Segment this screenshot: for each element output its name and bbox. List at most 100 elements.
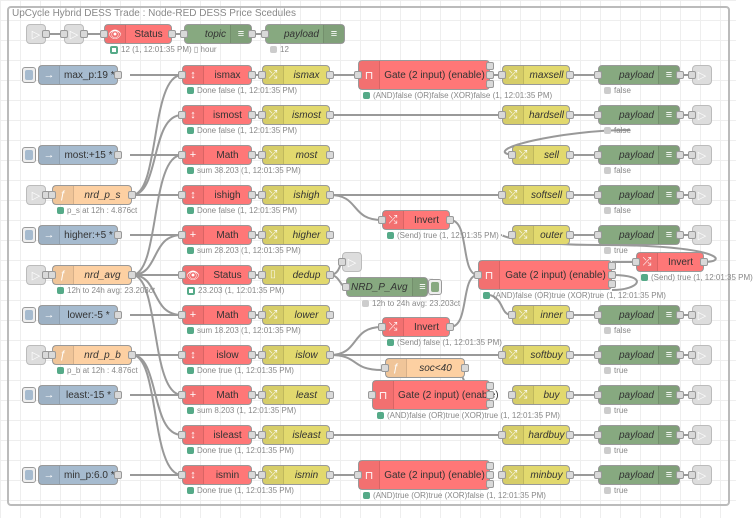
change-node[interactable]: ⤮ishigh bbox=[258, 185, 334, 205]
input-port[interactable] bbox=[258, 391, 266, 399]
inject-node[interactable]: →least:-15 * bbox=[38, 385, 122, 405]
input-port[interactable] bbox=[258, 271, 266, 279]
link-out-node[interactable]: ▷ bbox=[688, 425, 712, 445]
output-port[interactable] bbox=[128, 191, 136, 199]
change-node-output[interactable]: ⤮hardbuy bbox=[498, 425, 574, 445]
inject-button[interactable] bbox=[22, 387, 36, 403]
input-port[interactable] bbox=[178, 311, 186, 319]
inject-node[interactable]: →max_p:19 * bbox=[38, 65, 122, 85]
invert-node[interactable]: ⤮Invert bbox=[378, 317, 454, 337]
output-port[interactable] bbox=[326, 351, 334, 359]
debug-list-icon[interactable]: ≡ bbox=[658, 186, 679, 204]
output-port[interactable] bbox=[248, 71, 256, 79]
change-node[interactable]: ⤮ismin bbox=[258, 465, 334, 485]
debug-node-payload[interactable]: payload≡ bbox=[594, 145, 684, 165]
output-port[interactable] bbox=[566, 151, 574, 159]
debug-node-nrd-avg[interactable]: NRD_P_Avg≡ bbox=[342, 277, 433, 297]
output-port[interactable] bbox=[486, 71, 494, 79]
switch-node[interactable]: +Math bbox=[178, 225, 256, 245]
output-port[interactable] bbox=[486, 382, 494, 390]
debug-list-icon[interactable]: ≡ bbox=[323, 25, 344, 43]
output-port[interactable] bbox=[486, 80, 494, 88]
output-port[interactable] bbox=[566, 311, 574, 319]
flow-group[interactable] bbox=[7, 6, 730, 506]
inject-button[interactable] bbox=[22, 467, 36, 483]
change-node-output[interactable]: ⤮sell bbox=[508, 145, 574, 165]
debug-list-icon[interactable]: ≡ bbox=[658, 466, 679, 484]
switch-node[interactable]: ↕ishigh bbox=[178, 185, 256, 205]
input-port[interactable] bbox=[258, 111, 266, 119]
input-port[interactable] bbox=[178, 111, 186, 119]
output-port[interactable] bbox=[676, 111, 684, 119]
link-in-node[interactable]: ▷ bbox=[26, 24, 50, 44]
input-port[interactable] bbox=[178, 151, 186, 159]
debug-list-icon[interactable]: ≡ bbox=[658, 306, 679, 324]
output-port[interactable] bbox=[248, 391, 256, 399]
output-port[interactable] bbox=[248, 351, 256, 359]
input-port[interactable] bbox=[178, 231, 186, 239]
input-port[interactable] bbox=[368, 391, 376, 399]
inject-node[interactable]: →min_p:6.0 * bbox=[38, 465, 122, 485]
input-port[interactable] bbox=[508, 391, 516, 399]
change-node-output[interactable]: ⤮outer bbox=[508, 225, 574, 245]
output-port[interactable] bbox=[248, 151, 256, 159]
output-port[interactable] bbox=[676, 231, 684, 239]
change-node[interactable]: ⤮ismax bbox=[258, 65, 334, 85]
input-port[interactable] bbox=[474, 271, 482, 279]
debug-list-icon[interactable]: ≡ bbox=[658, 426, 679, 444]
link-in-node[interactable]: ▷ bbox=[60, 24, 88, 44]
change-node[interactable]: ⌷dedup bbox=[258, 265, 334, 285]
switch-node[interactable]: +Math bbox=[178, 305, 256, 325]
inject-button[interactable] bbox=[22, 67, 36, 83]
output-port[interactable] bbox=[486, 400, 494, 408]
debug-node-payload[interactable]: payload≡ bbox=[594, 185, 684, 205]
input-port[interactable] bbox=[48, 191, 56, 199]
change-node[interactable]: ⤮most bbox=[258, 145, 334, 165]
debug-node-payload[interactable]: payload≡ bbox=[594, 465, 684, 485]
switch-node[interactable]: ↕ismost bbox=[178, 105, 256, 125]
debug-node-payload[interactable]: payload≡ bbox=[594, 345, 684, 365]
input-port[interactable] bbox=[258, 471, 266, 479]
output-port[interactable] bbox=[326, 311, 334, 319]
input-port[interactable] bbox=[594, 231, 602, 239]
link-out-node[interactable]: ▷ bbox=[688, 105, 712, 125]
input-port[interactable] bbox=[594, 431, 602, 439]
change-node[interactable]: ⤮higher bbox=[258, 225, 334, 245]
input-port[interactable] bbox=[508, 311, 516, 319]
switch-node[interactable]: 👁Status bbox=[178, 265, 256, 285]
input-port[interactable] bbox=[594, 111, 602, 119]
output-port[interactable] bbox=[128, 271, 136, 279]
debug-list-icon[interactable]: ≡ bbox=[411, 278, 433, 296]
output-port[interactable] bbox=[326, 471, 334, 479]
gate-node[interactable]: ⊓Gate (2 input) (enable) bbox=[474, 260, 616, 290]
output-port[interactable] bbox=[446, 323, 454, 331]
output-port[interactable] bbox=[248, 431, 256, 439]
inject-node[interactable]: →most:+15 * bbox=[38, 145, 122, 165]
output-port[interactable] bbox=[248, 471, 256, 479]
input-port[interactable] bbox=[258, 311, 266, 319]
debug-toggle-button[interactable] bbox=[428, 279, 442, 295]
input-port[interactable] bbox=[688, 431, 696, 439]
output-port[interactable] bbox=[114, 391, 122, 399]
input-port[interactable] bbox=[688, 71, 696, 79]
gate-node[interactable]: ⊓Gate (2 input) (enable) bbox=[354, 60, 494, 90]
change-node-output[interactable]: ⤮softsell bbox=[498, 185, 574, 205]
link-out-node[interactable]: ▷ bbox=[688, 465, 712, 485]
output-port[interactable] bbox=[128, 351, 136, 359]
link-out-node[interactable]: ▷ bbox=[688, 65, 712, 85]
output-port[interactable] bbox=[42, 30, 50, 38]
input-port[interactable] bbox=[688, 231, 696, 239]
input-port[interactable] bbox=[178, 191, 186, 199]
debug-list-icon[interactable]: ≡ bbox=[658, 386, 679, 404]
input-port[interactable] bbox=[258, 71, 266, 79]
link-in-node[interactable]: ▷ bbox=[26, 345, 50, 365]
debug-node-payload[interactable]: payload≡ bbox=[594, 65, 684, 85]
input-port[interactable] bbox=[178, 351, 186, 359]
debug-list-icon[interactable]: ≡ bbox=[658, 346, 679, 364]
output-port[interactable] bbox=[248, 30, 256, 38]
inject-button[interactable] bbox=[22, 227, 36, 243]
output-port[interactable] bbox=[608, 280, 616, 288]
output-port[interactable] bbox=[486, 391, 494, 399]
